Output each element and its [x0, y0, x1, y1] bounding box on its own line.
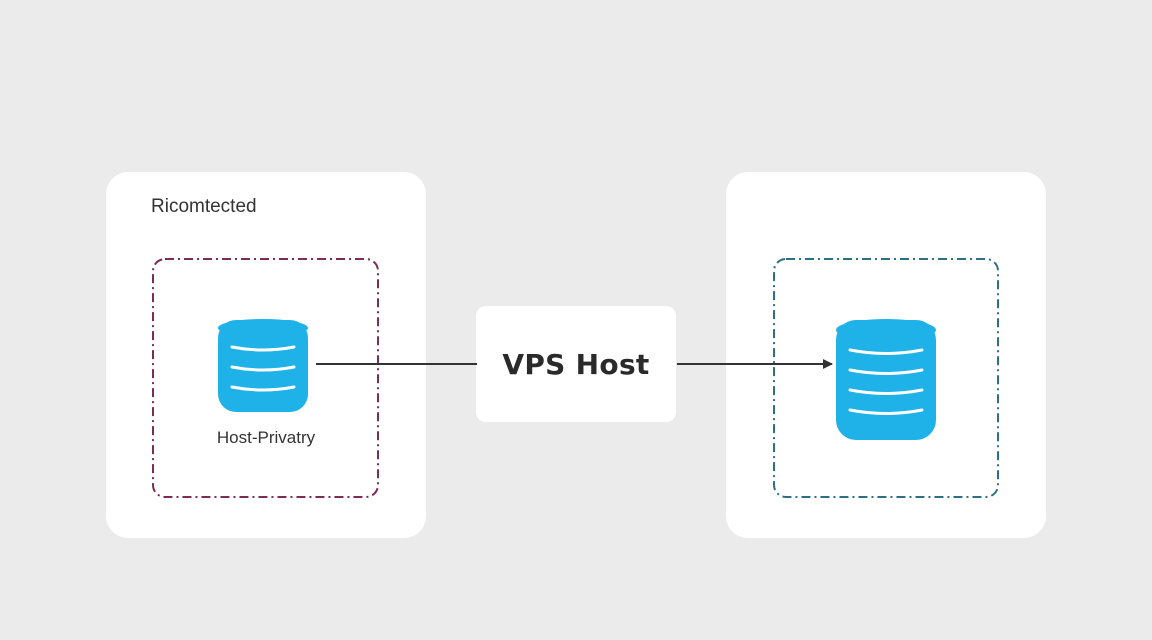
left-panel-title: Ricomtected	[151, 196, 257, 217]
left-db-label: Host-Privatry	[216, 428, 316, 447]
left-panel: Ricomtected Host-Privatry	[106, 172, 426, 538]
vps-host-label: VPS Host	[502, 347, 650, 381]
vps-host-node: VPS Host	[476, 306, 676, 422]
right-panel	[726, 172, 1046, 538]
